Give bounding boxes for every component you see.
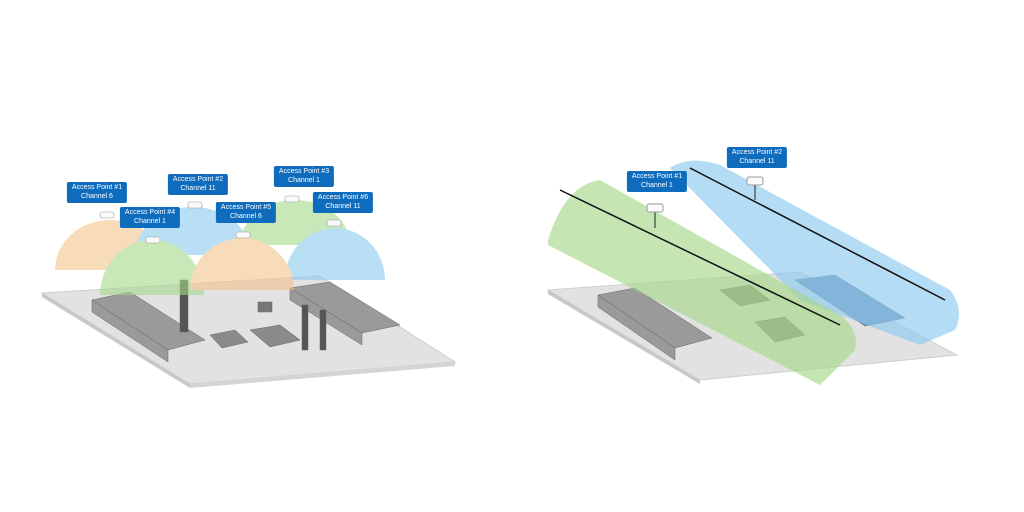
- router-icon: [746, 176, 764, 186]
- coverage-dome-ap5: [190, 238, 294, 290]
- coverage-tunnel-ap2: [670, 160, 959, 345]
- router-icon: [326, 219, 342, 227]
- router-icon: [99, 211, 115, 219]
- router-icon: [235, 231, 251, 239]
- router-icons: [99, 195, 342, 244]
- router-icon: [187, 201, 203, 209]
- left-shelving: [91, 279, 401, 363]
- coverage-tunnel-ap1: [548, 180, 856, 385]
- router-icon: [646, 203, 664, 213]
- router-icon: [284, 195, 300, 203]
- left-warehouse: [40, 195, 457, 388]
- right-warehouse: [546, 160, 959, 385]
- coverage-dome-ap4: [100, 240, 204, 295]
- router-icon: [145, 236, 161, 244]
- coverage-dome-ap6: [285, 228, 385, 280]
